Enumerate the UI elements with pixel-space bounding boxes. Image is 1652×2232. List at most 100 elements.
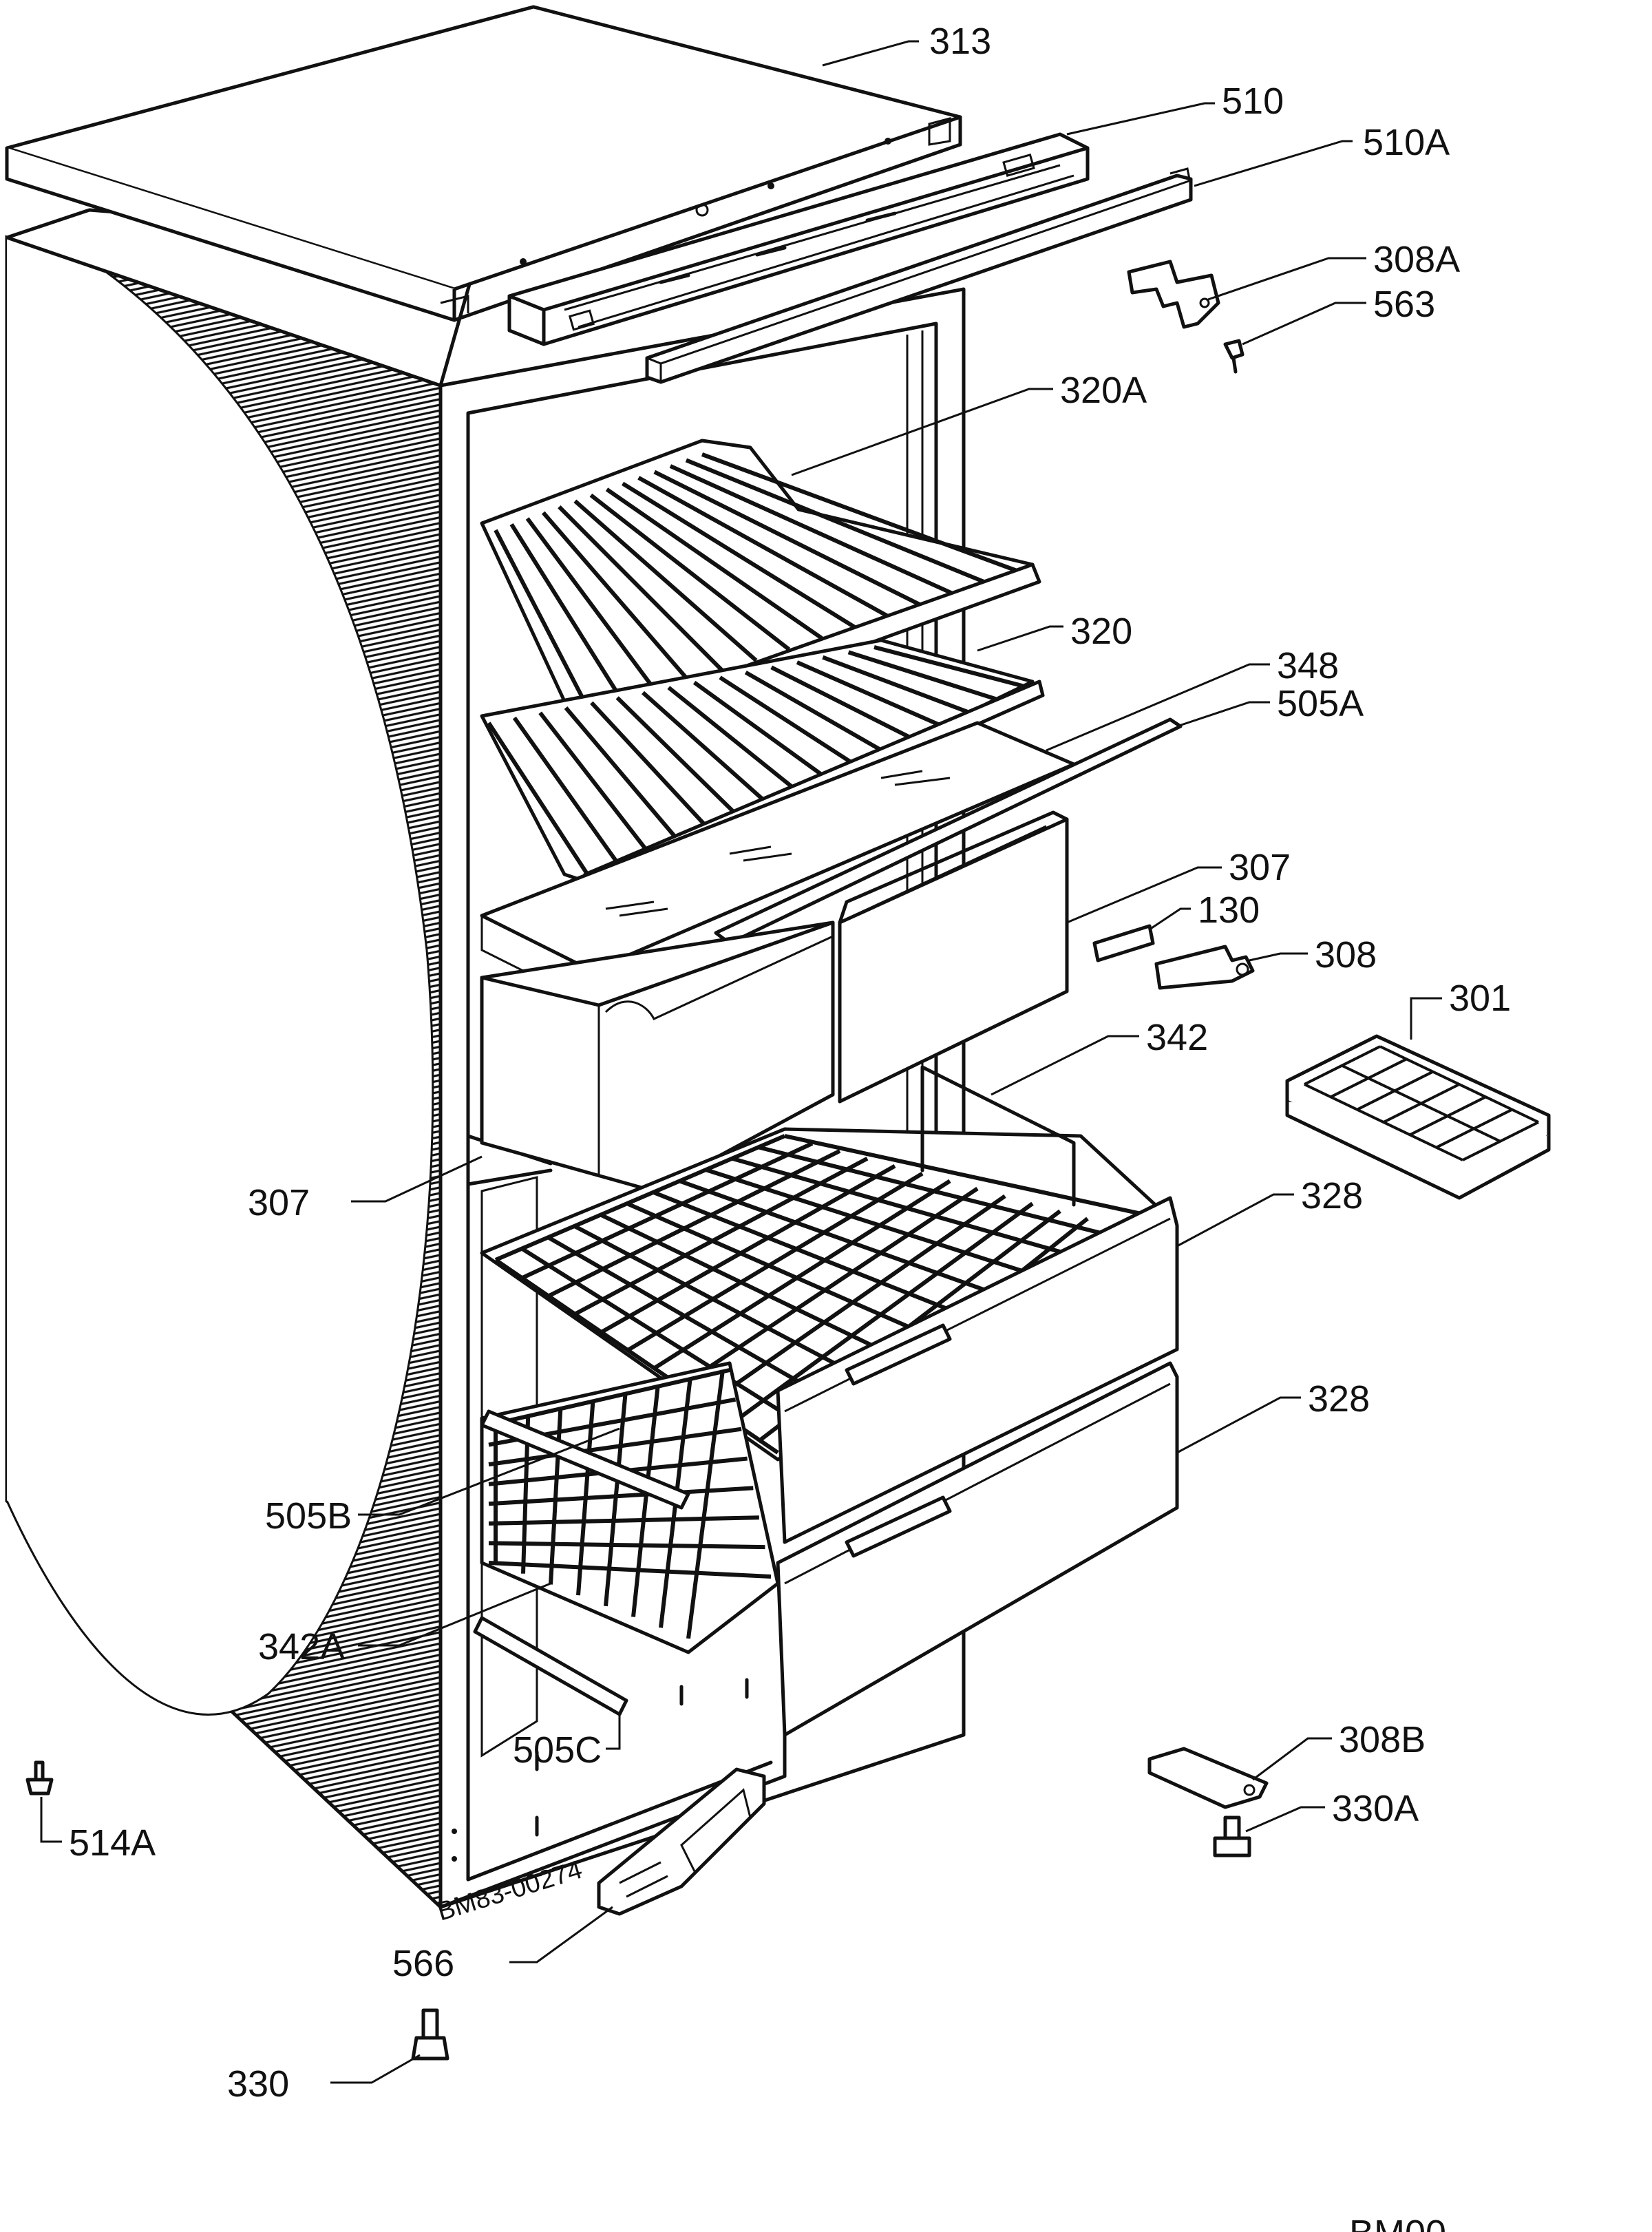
leader-308: [1249, 952, 1308, 962]
wire: [512, 716, 624, 870]
leader-330a: [1245, 1806, 1325, 1833]
wire: [600, 1212, 919, 1370]
label-510a: 510A: [1363, 122, 1450, 163]
wire: [669, 464, 954, 596]
freezer-inner-frame: [480, 1176, 538, 1758]
leader-510a: [1194, 140, 1353, 187]
label-313: 313: [929, 21, 991, 62]
wire: [705, 1168, 1059, 1285]
label-328-lower: 328: [1308, 1378, 1370, 1420]
label-563: 563: [1373, 284, 1435, 325]
hinge-308: [1154, 945, 1255, 990]
leader-342: [991, 1035, 1139, 1096]
wire: [1304, 1045, 1381, 1086]
adjustable-foot-330a: [1213, 1815, 1251, 1857]
wire-basket-342a: [480, 1361, 780, 1654]
top-cover-313: [5, 5, 962, 322]
wire: [525, 517, 659, 695]
leader-330: [330, 2054, 421, 2084]
wire: [1342, 1064, 1501, 1143]
wire: [564, 706, 682, 844]
wire: [652, 1179, 951, 1371]
label-328-upper: 328: [1301, 1175, 1363, 1217]
hinge-308b: [1147, 1747, 1269, 1809]
drawer-front-328-upper: [776, 1196, 1179, 1544]
leader-505a: [1176, 701, 1270, 728]
wire: [605, 487, 823, 640]
wire: [488, 1561, 772, 1579]
leader-313: [822, 40, 919, 67]
wire: [744, 671, 887, 755]
label-308a: 308A: [1373, 239, 1460, 280]
rail-505b: [480, 1409, 690, 1510]
label-307-left: 307: [248, 1182, 310, 1223]
foot-514a: [25, 1760, 54, 1796]
label-301: 301: [1449, 978, 1511, 1019]
label-505b: 505B: [265, 1495, 352, 1537]
wire: [704, 1194, 1006, 1407]
leader-342a: [358, 1582, 551, 1647]
wire: [573, 499, 758, 662]
label-514a: 514A: [69, 1822, 156, 1864]
wire: [758, 1145, 1129, 1242]
wire: [626, 1171, 924, 1353]
wire: [488, 1541, 765, 1550]
drawing-code: BM83-00274: [434, 1855, 585, 1927]
wire: [488, 1426, 742, 1467]
wire: [653, 470, 922, 607]
label-342a: 342A: [258, 1626, 345, 1667]
wire: [494, 1134, 786, 1262]
wire: [686, 1369, 725, 1639]
wire: [509, 523, 627, 706]
crisper-drawer-307-left: [480, 920, 835, 1193]
leader-328-lower: [1176, 1396, 1301, 1454]
label-505c: 505C: [513, 1729, 602, 1771]
wire: [541, 511, 692, 684]
wire: [652, 1190, 989, 1327]
label-342: 342: [1146, 1017, 1208, 1058]
cabinet-screw-hole: [452, 1856, 457, 1862]
wire: [573, 1224, 885, 1391]
leader-348: [1046, 663, 1270, 752]
wire: [692, 680, 829, 781]
wire: [631, 1385, 660, 1617]
crisper-drawer-307-right: [838, 810, 1069, 1104]
label-510: 510: [1222, 81, 1284, 122]
wire: [667, 686, 799, 793]
leader-320a: [791, 388, 1053, 476]
leader-130: [1149, 907, 1191, 931]
control-panel-510: [507, 132, 1090, 346]
leader-308a: [1207, 257, 1366, 301]
label-308b: 308B: [1339, 1719, 1426, 1760]
ice-tray-301: [1285, 1034, 1551, 1200]
wire: [487, 722, 594, 883]
wire: [615, 696, 741, 819]
wire: [622, 481, 856, 629]
leader-320: [977, 625, 1063, 652]
label-320: 320: [1070, 611, 1132, 652]
leader-307-right: [1066, 866, 1222, 924]
label-308: 308: [1315, 934, 1377, 976]
corner-code: BM00: [1349, 2213, 1446, 2232]
wire: [600, 1164, 896, 1335]
label-330a: 330A: [1332, 1788, 1419, 1829]
leader-301: [1410, 997, 1442, 1040]
label-130: 130: [1198, 889, 1260, 931]
leader-566: [509, 1906, 613, 1963]
rail-505c: [473, 1616, 628, 1716]
cabinet-body: [5, 208, 966, 1911]
wire: [731, 1156, 1094, 1263]
label-566: 566: [392, 1943, 454, 1984]
leader-505c: [606, 1714, 621, 1750]
leader-lines: [40, 40, 1442, 2084]
drawer-front-328-lower: [776, 1361, 1179, 1737]
cabinet-side-glare-edge: [6, 269, 434, 1716]
wire: [719, 675, 858, 768]
wire: [873, 645, 1033, 691]
leader-514a: [40, 1797, 62, 1843]
hinge-308a: [1127, 260, 1220, 329]
wire: [488, 1515, 759, 1526]
wire: [558, 505, 725, 673]
rail-510a: [645, 167, 1193, 384]
